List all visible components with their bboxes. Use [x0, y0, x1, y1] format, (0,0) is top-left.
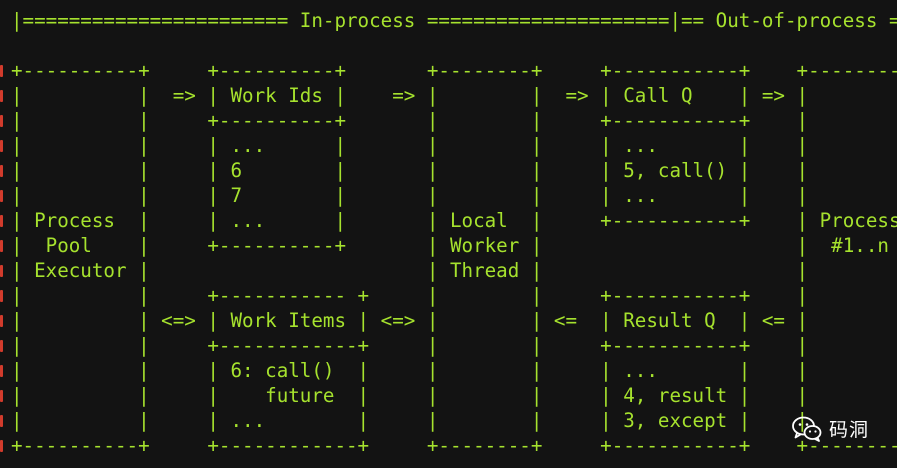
- diagram-line: | | | 6 | | | | 5, call() | | |: [11, 159, 897, 182]
- gutter-marker: [0, 115, 3, 127]
- watermark-text: 码洞: [828, 419, 869, 441]
- diagram-line: | | | 7 | | | | ... | | |: [11, 184, 897, 207]
- watermark: 码洞: [792, 415, 869, 442]
- diagram-line: | | +----------+ | | +-----------+ | |: [11, 109, 897, 132]
- diagram-line: +----------+ +----------+ +--------+ +--…: [11, 59, 897, 82]
- diagram-line: | | => | Work Ids | => | | => | Call Q |…: [11, 84, 897, 107]
- diagram-line: | Process | | ... | | Local | +---------…: [11, 209, 897, 232]
- gutter-marker: [0, 415, 3, 427]
- diagram-line: | Pool | +----------+ | Worker | | #1..n…: [11, 234, 897, 257]
- gutter-marker: [0, 240, 3, 252]
- diagram-line: | Executor | | Thread | | |: [11, 259, 897, 282]
- gutter-marker: [0, 90, 3, 102]
- gutter-marker: [0, 215, 3, 227]
- wechat-icon: [792, 416, 822, 442]
- gutter-marker: [0, 190, 3, 202]
- gutter-marker: [0, 265, 3, 277]
- diagram-line: | | | 6: call() | | | | ... | | |: [11, 359, 897, 382]
- diagram-line: |======================= In-process ====…: [11, 9, 897, 32]
- gutter-marker: [0, 165, 3, 177]
- diagram-line: | | <=> | Work Items | <=> | | <= | Resu…: [11, 309, 897, 332]
- diagram-line: +----------+ +------------+ +--------+ +…: [11, 434, 897, 457]
- diagram-line: | | +----------- + | | +-----------+ | |: [11, 284, 897, 307]
- diagram-line: | | | future | | | | 4, result | | |: [11, 384, 897, 407]
- gutter-marker: [0, 390, 3, 402]
- diagram-line: | | | ... | | | | 3, except | | |: [11, 409, 897, 432]
- gutter-marker: [0, 365, 3, 377]
- diagram-line: [11, 33, 897, 58]
- gutter-marker: [0, 315, 3, 327]
- gutter-marker: [0, 440, 3, 452]
- ascii-architecture-diagram: |======================= In-process ====…: [11, 8, 897, 458]
- gutter-marker: [0, 140, 3, 152]
- diagram-line: | | | ... | | | | ... | | |: [11, 134, 897, 157]
- gutter-marker: [0, 340, 3, 352]
- diagram-line: | | +------------+ | | +-----------+ | |: [11, 334, 897, 357]
- gutter-marker: [0, 65, 3, 77]
- gutter-marker: [0, 290, 3, 302]
